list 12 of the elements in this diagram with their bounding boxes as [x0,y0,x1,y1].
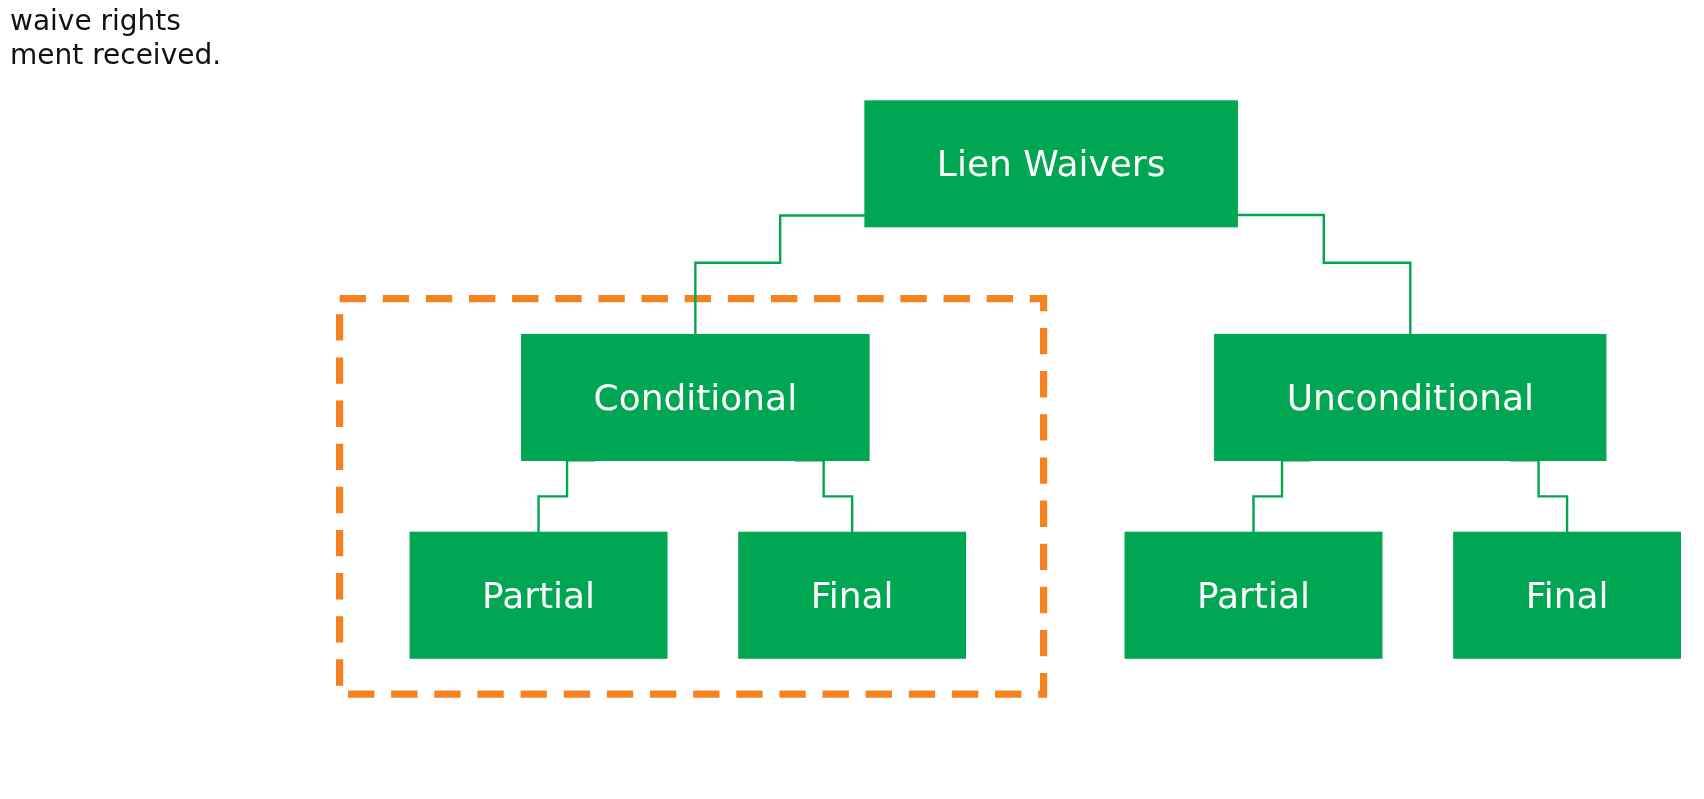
note-text: waive rights [10,4,182,38]
node-box: Partial [1124,531,1383,659]
node-box: Partial [409,531,668,659]
cluster [336,295,1048,698]
note-text: ment received. [10,37,222,72]
node-box: Lien Waivers [864,100,1238,228]
node-box: Conditional [521,334,870,461]
node-box: Final [1453,531,1681,659]
node-box: Unconditional [1214,334,1607,461]
node-box: Final [738,531,967,659]
connector [694,214,865,336]
connector [1237,213,1412,336]
